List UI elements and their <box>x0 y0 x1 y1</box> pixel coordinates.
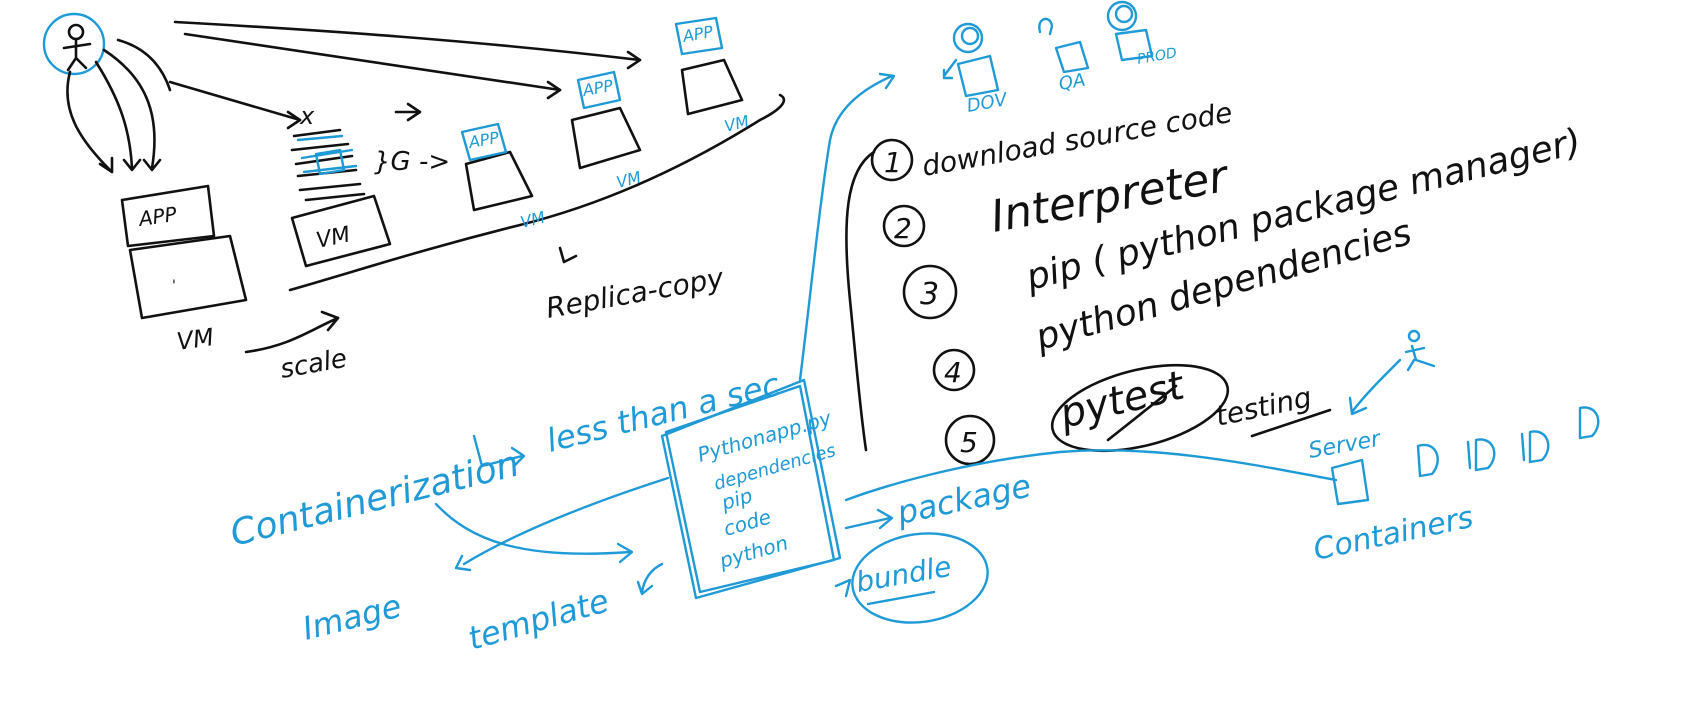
replica-app-1: APP <box>466 128 500 152</box>
svg-text:': ' <box>172 278 176 294</box>
container-box-2 <box>1416 443 1439 478</box>
step-number-2: 2 <box>894 212 912 245</box>
container-box-3 <box>1466 438 1496 472</box>
server-label: Server <box>1307 426 1384 463</box>
app-box-label: APP <box>135 202 179 231</box>
cross-mark: x <box>299 102 315 130</box>
replica-app-2: APP <box>580 76 614 100</box>
role-qa: QA <box>1057 70 1087 95</box>
step-number-4: 4 <box>944 356 962 389</box>
mid-vm-label: VM <box>314 222 353 254</box>
roles-group: DOV QA PROD <box>942 0 1178 117</box>
step-number-1: 1 <box>884 146 902 179</box>
container-box-5 <box>1578 406 1600 440</box>
mid-vm-stack: x VM }G -> <box>288 93 786 292</box>
container-box-4 <box>1520 430 1550 464</box>
containers-label: Containers <box>1310 500 1476 568</box>
app-vm-stack: APP ' VM scale <box>120 184 349 385</box>
role-prod: PROD <box>1136 45 1178 68</box>
replica-vm-1: VM <box>518 207 547 231</box>
replica-vm-3: VM <box>722 111 751 135</box>
image-label: Image <box>299 587 405 648</box>
step-number-5: 5 <box>960 426 978 459</box>
replica-app-3: APP <box>680 22 714 46</box>
vm-label: VM <box>175 323 216 356</box>
bundle-label: bundle <box>853 550 953 599</box>
containerization-label: Containerization <box>226 443 523 554</box>
stack-arrow: }G -> <box>374 147 450 177</box>
step-number-3: 3 <box>920 277 939 312</box>
scale-label: scale <box>278 344 349 385</box>
server-group: Server Containers <box>1307 329 1600 568</box>
user-figure-left <box>42 12 106 76</box>
replica-vm-2: VM <box>614 167 643 191</box>
container-box-1 <box>1330 458 1370 506</box>
replica-vms: APP VM APP VM APP VM Replica-copy <box>460 16 751 325</box>
template-label: template <box>464 581 613 657</box>
role-dev: DOV <box>965 89 1010 117</box>
replica-copy-label: Replica-copy <box>543 261 726 325</box>
package-label: package <box>893 466 1035 532</box>
steps-list: 1 download source code 2 Interpreter 3 p… <box>845 96 1585 466</box>
user-arrows <box>66 20 642 174</box>
